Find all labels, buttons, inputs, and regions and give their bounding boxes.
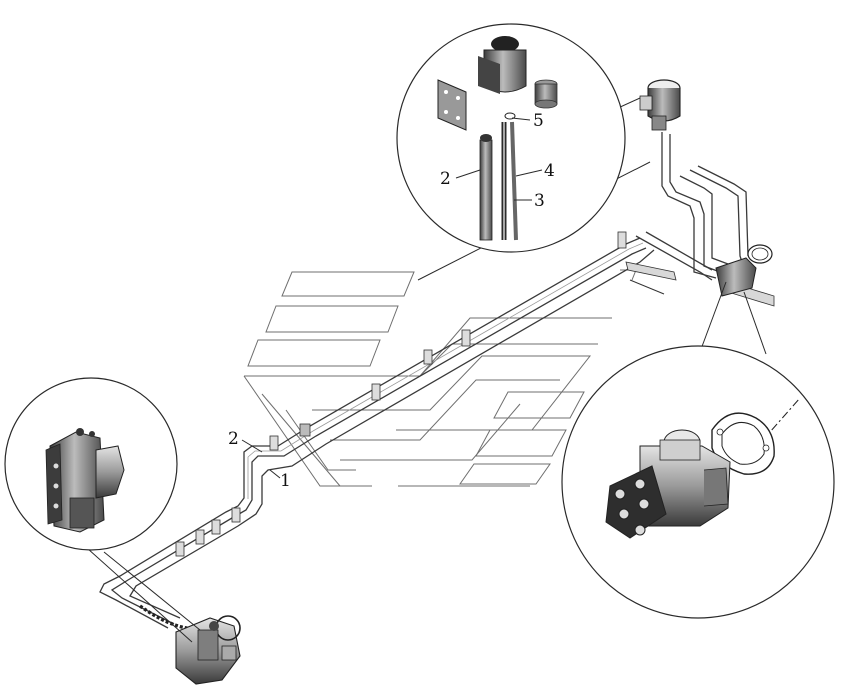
power-steering-pump-icon bbox=[605, 429, 731, 539]
filter-icon bbox=[534, 79, 558, 109]
gasket-icon bbox=[711, 412, 775, 475]
main-callouts: 2 1 bbox=[228, 429, 291, 491]
pipe-3-4-icon bbox=[501, 121, 518, 241]
callout-4: 4 bbox=[544, 161, 555, 181]
pipe-clip bbox=[175, 231, 627, 557]
fluid-reservoir bbox=[639, 79, 681, 131]
detail-circle-pump bbox=[561, 345, 835, 619]
pipe-2-icon bbox=[479, 134, 493, 241]
reservoir-icon bbox=[478, 36, 527, 94]
callout-2: 2 bbox=[228, 429, 239, 449]
detail-circle-reservoir: 5 2 4 3 bbox=[396, 23, 626, 253]
steering-gear-icon bbox=[45, 428, 125, 533]
detail-circle-steering-gear bbox=[4, 377, 178, 551]
callout-5: 5 bbox=[533, 111, 544, 131]
pipe-assembly bbox=[99, 132, 749, 632]
pipe-5-icon bbox=[504, 112, 516, 120]
pump-assembly bbox=[715, 244, 773, 297]
steering-gear bbox=[175, 615, 241, 685]
background-frame-outline bbox=[243, 269, 637, 487]
bracket-plate-icon bbox=[437, 79, 467, 131]
callout-1: 1 bbox=[280, 471, 291, 491]
callout-2-detail: 2 bbox=[440, 169, 451, 189]
callout-3: 3 bbox=[534, 191, 545, 211]
